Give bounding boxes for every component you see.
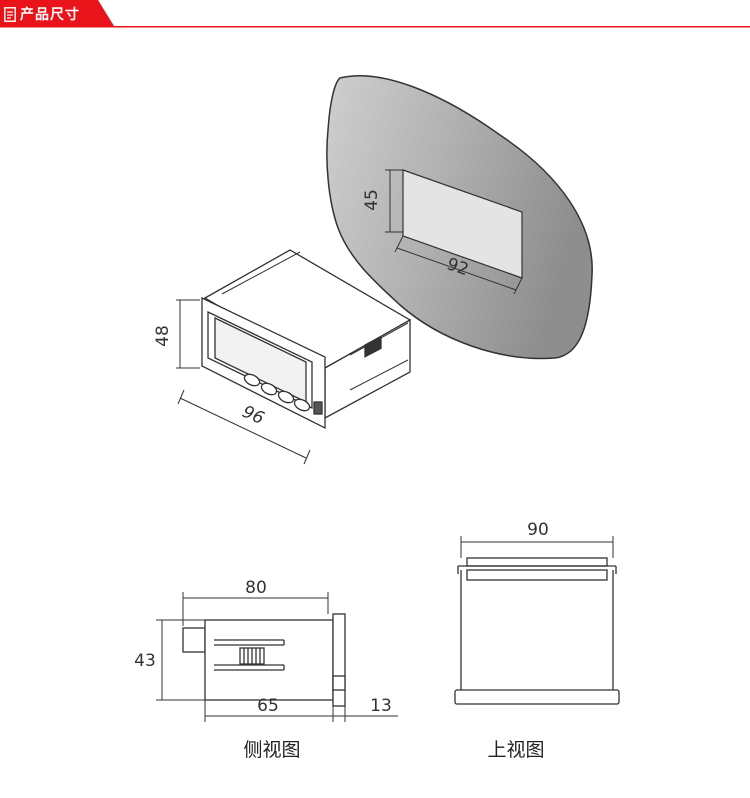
side-view-caption: 侧视图 xyxy=(243,739,300,761)
device-height-label: 48 xyxy=(153,325,173,347)
side-body-depth-label: 65 xyxy=(257,696,279,716)
document-icon xyxy=(4,7,16,22)
mounting-panel xyxy=(326,75,593,360)
top-view-caption: 上视图 xyxy=(487,739,544,761)
header-ribbon xyxy=(0,0,750,28)
side-bezel-depth-label: 13 xyxy=(370,696,392,716)
side-height-label: 43 xyxy=(134,651,156,671)
top-view-dims xyxy=(460,536,614,558)
device-width-label: 96 xyxy=(239,402,267,429)
device-width-dim xyxy=(177,389,311,465)
top-view-drawing xyxy=(454,557,620,705)
side-total-depth-label: 80 xyxy=(245,578,267,598)
cutout-height-label: 45 xyxy=(362,189,382,211)
top-width-label: 90 xyxy=(527,520,549,540)
section-title: 产品尺寸 xyxy=(20,7,80,23)
device-height-dim xyxy=(176,299,200,369)
side-view-drawing xyxy=(182,613,346,707)
side-view-dims xyxy=(156,592,398,722)
device-isometric xyxy=(201,249,412,430)
